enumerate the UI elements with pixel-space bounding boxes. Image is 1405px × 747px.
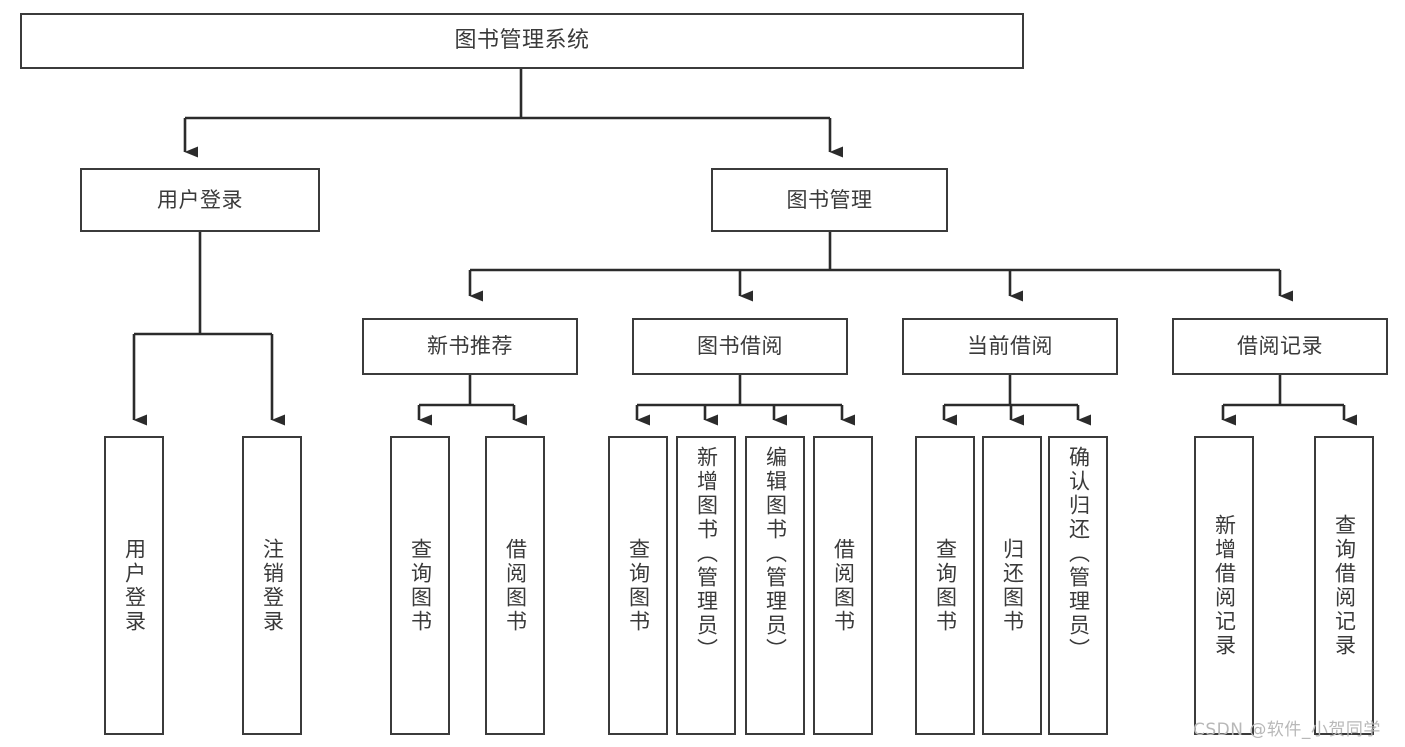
leaf-borrow-lend-book[interactable]: 借阅图书 — [813, 436, 873, 735]
leaf-borrow-edit-book-admin-label: 编辑图书（管理员） — [763, 446, 788, 662]
leaf-record-add[interactable]: 新增借阅记录 — [1194, 436, 1254, 735]
leaf-record-search[interactable]: 查询借阅记录 — [1314, 436, 1374, 735]
node-book-management-label: 图书管理 — [786, 187, 873, 212]
leaf-borrow-add-book-admin[interactable]: 新增图书（管理员） — [676, 436, 736, 735]
leaf-current-return-book[interactable]: 归还图书 — [982, 436, 1042, 735]
node-borrow-record-label: 借阅记录 — [1237, 334, 1323, 359]
node-current-borrow-label: 当前借阅 — [967, 334, 1053, 359]
leaf-current-confirm-return-admin[interactable]: 确认归还（管理员） — [1048, 436, 1108, 735]
leaf-recommend-query-book[interactable]: 查询图书 — [390, 436, 450, 735]
leaf-user-login-label: 用户登录 — [122, 537, 147, 634]
node-root[interactable]: 图书管理系统 — [20, 13, 1024, 69]
leaf-borrow-add-book-admin-label: 新增图书（管理员） — [694, 446, 719, 662]
leaf-record-search-label: 查询借阅记录 — [1332, 513, 1357, 658]
node-borrow-record[interactable]: 借阅记录 — [1172, 318, 1388, 375]
node-new-book-recommend[interactable]: 新书推荐 — [362, 318, 578, 375]
node-user-login[interactable]: 用户登录 — [80, 168, 320, 232]
leaf-current-return-book-label: 归还图书 — [1000, 537, 1025, 634]
leaf-recommend-query-book-label: 查询图书 — [408, 537, 433, 634]
leaf-borrow-edit-book-admin[interactable]: 编辑图书（管理员） — [745, 436, 805, 735]
node-current-borrow[interactable]: 当前借阅 — [902, 318, 1118, 375]
leaf-recommend-borrow-book-label: 借阅图书 — [503, 537, 528, 634]
leaf-borrow-query-book[interactable]: 查询图书 — [608, 436, 668, 735]
leaf-recommend-borrow-book[interactable]: 借阅图书 — [485, 436, 545, 735]
leaf-record-add-label: 新增借阅记录 — [1212, 513, 1237, 658]
leaf-user-logout-label: 注销登录 — [260, 537, 285, 634]
leaf-borrow-lend-book-label: 借阅图书 — [831, 537, 856, 634]
node-book-borrow-label: 图书借阅 — [697, 334, 783, 359]
leaf-current-confirm-return-admin-label: 确认归还（管理员） — [1066, 446, 1091, 662]
leaf-current-query-book[interactable]: 查询图书 — [915, 436, 975, 735]
watermark: CSDN @软件_小贺同学 — [1193, 720, 1381, 740]
leaf-user-logout[interactable]: 注销登录 — [242, 436, 302, 735]
leaf-borrow-query-book-label: 查询图书 — [626, 537, 651, 634]
node-new-book-recommend-label: 新书推荐 — [427, 334, 513, 359]
leaf-user-login[interactable]: 用户登录 — [104, 436, 164, 735]
node-root-label: 图书管理系统 — [454, 28, 590, 54]
leaf-current-query-book-label: 查询图书 — [933, 537, 958, 634]
node-book-borrow[interactable]: 图书借阅 — [632, 318, 848, 375]
node-user-login-label: 用户登录 — [157, 187, 243, 212]
node-book-management[interactable]: 图书管理 — [711, 168, 948, 232]
